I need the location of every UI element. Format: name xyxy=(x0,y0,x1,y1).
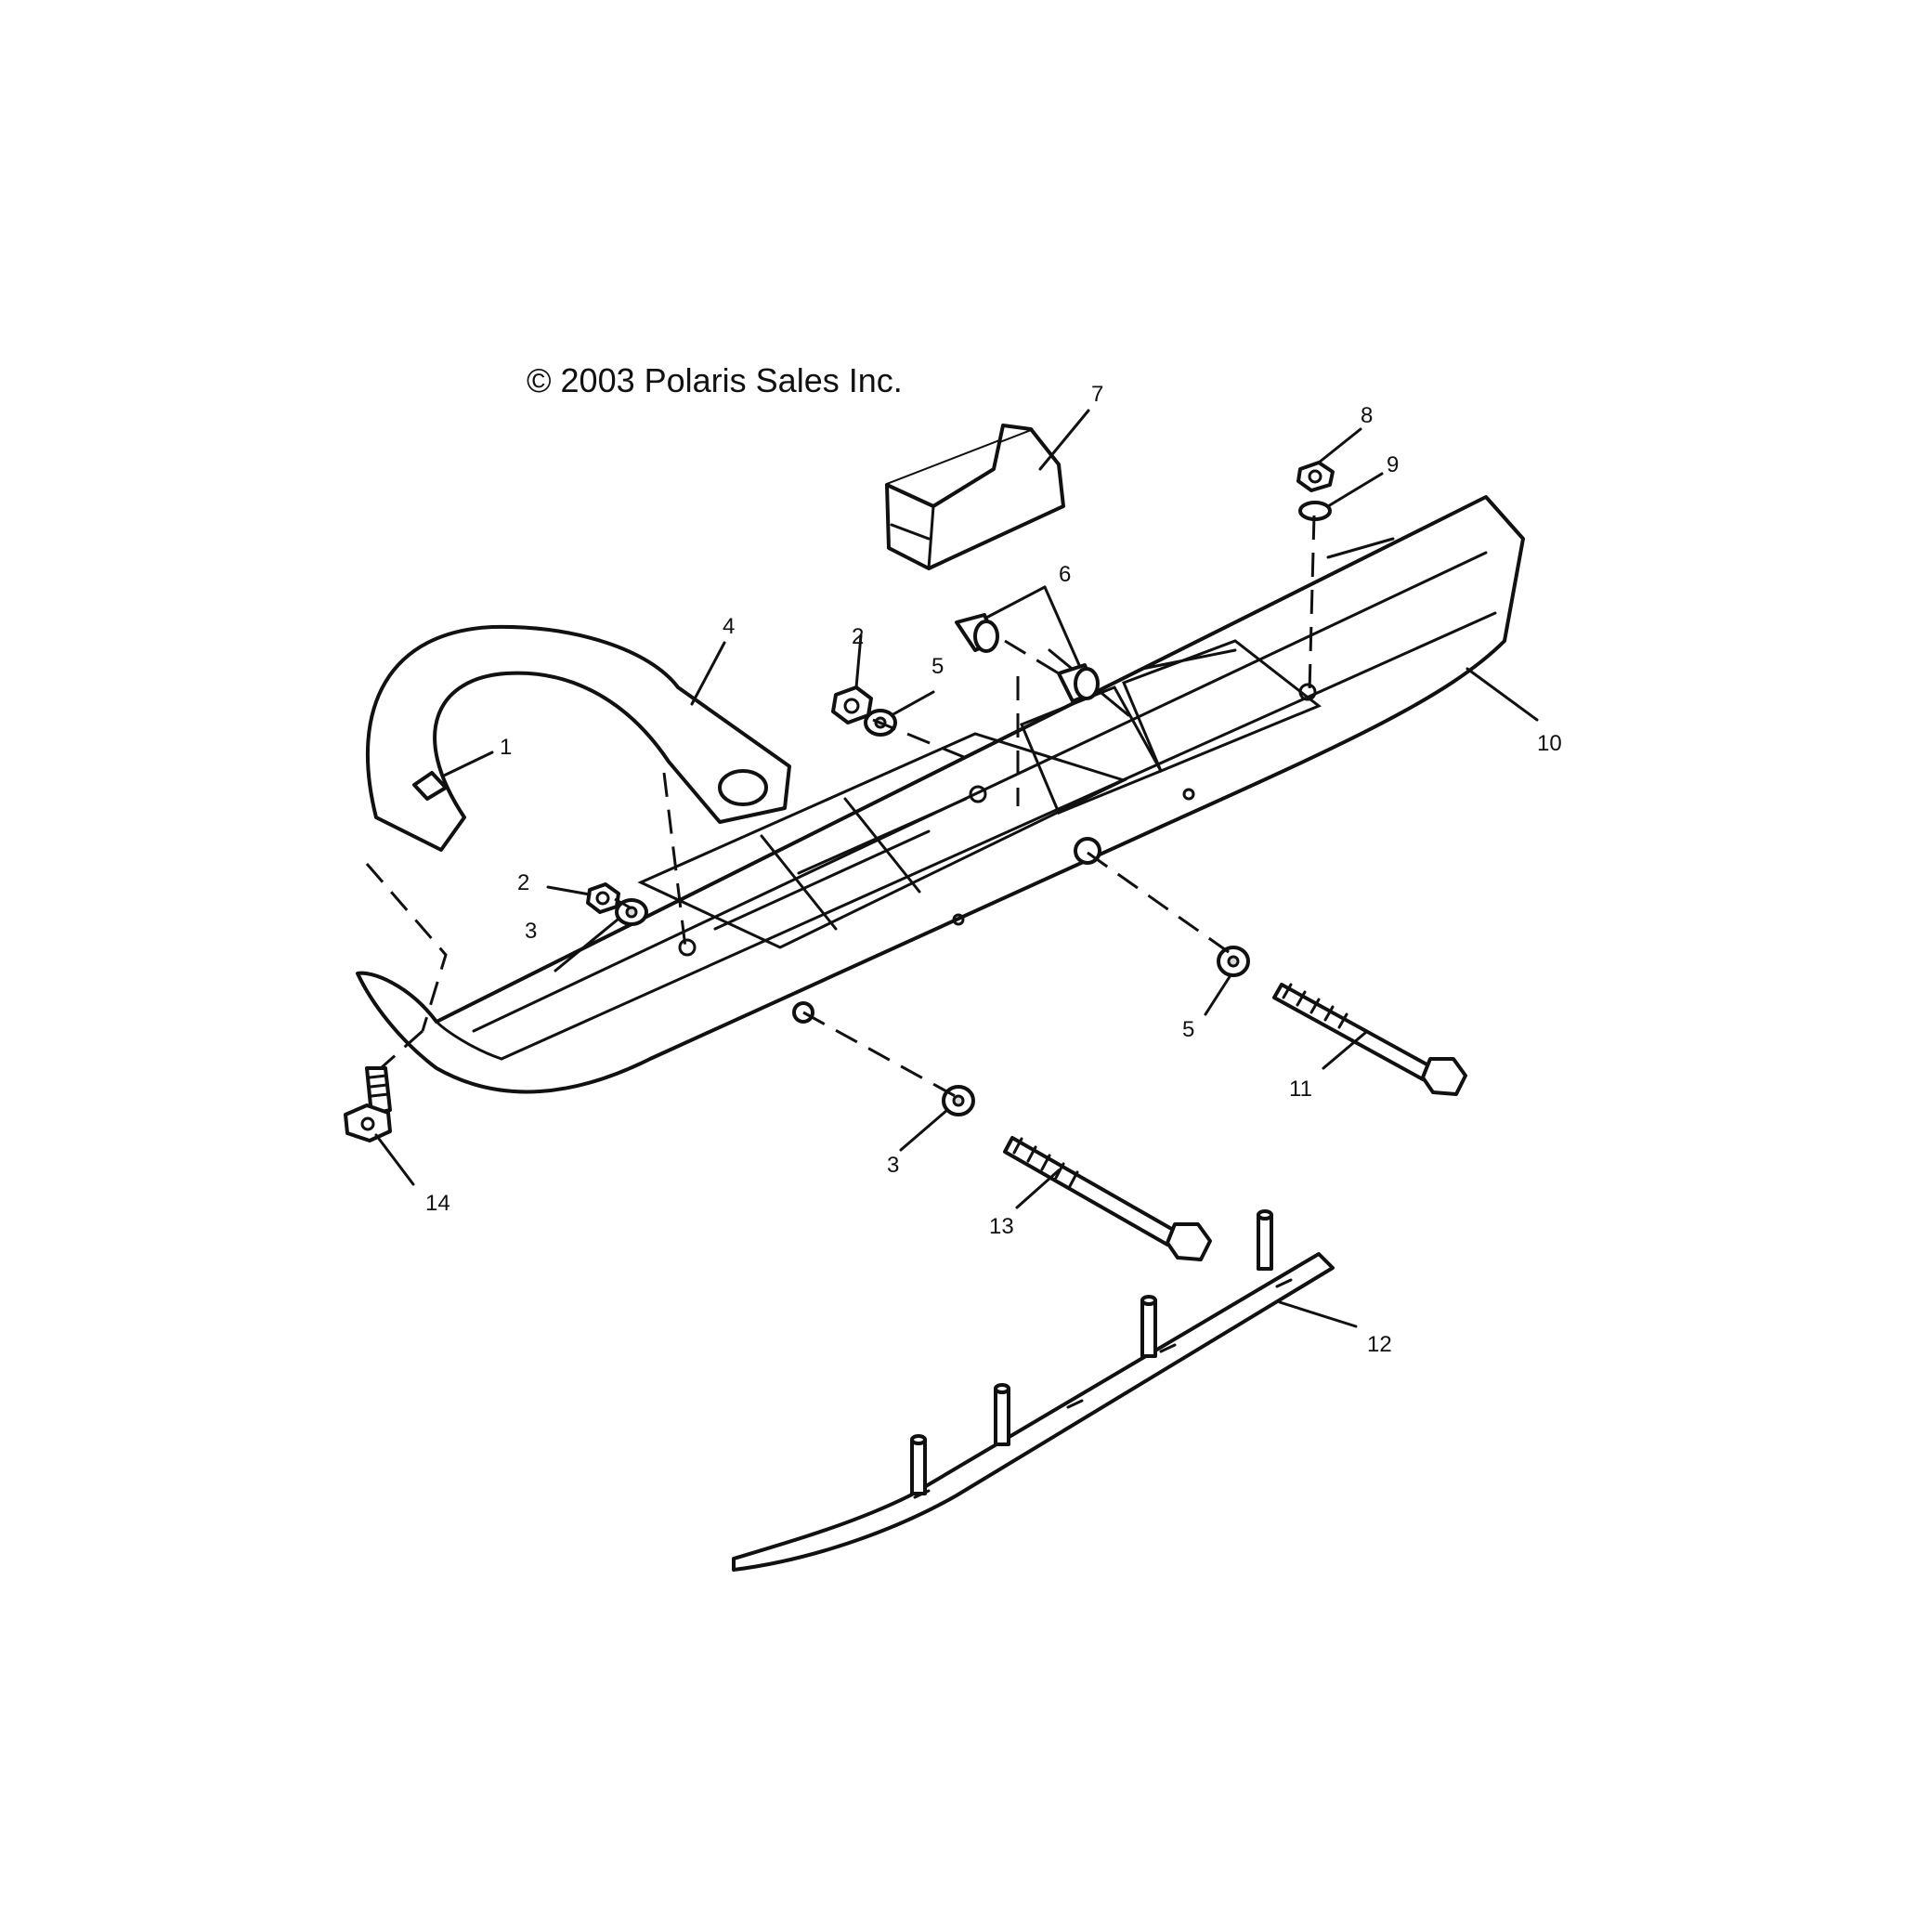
callout-labels: 1 2 2 3 3 4 5 5 6 7 8 9 10 11 12 13 14 xyxy=(425,382,1562,1357)
callout-9: 9 xyxy=(1387,452,1399,477)
part-8-nut xyxy=(1296,461,1335,492)
copyright-text: © 2003 Polaris Sales Inc. xyxy=(527,361,903,399)
callout-5-lower: 5 xyxy=(1182,1017,1194,1042)
callout-2-lower: 2 xyxy=(517,870,529,895)
leader-lines xyxy=(374,409,1539,1328)
part-10-ski-body xyxy=(356,495,1525,1094)
part-12-runner xyxy=(732,1209,1335,1572)
part-4-ski-loop xyxy=(365,624,791,852)
callout-8: 8 xyxy=(1361,403,1373,428)
callout-13: 13 xyxy=(989,1214,1014,1239)
callout-12: 12 xyxy=(1367,1332,1392,1357)
part-14-screw xyxy=(344,1066,392,1142)
callout-1: 1 xyxy=(500,735,512,760)
callout-11: 11 xyxy=(1289,1077,1312,1102)
callout-5-upper: 5 xyxy=(931,654,944,679)
callout-3-upper: 3 xyxy=(525,919,537,944)
part-11-bolt xyxy=(1272,983,1467,1096)
callout-4: 4 xyxy=(723,614,735,639)
callout-7: 7 xyxy=(1091,382,1103,407)
part-7-saddle-block xyxy=(885,424,1065,570)
part-5-washer-lower xyxy=(1217,946,1250,977)
callout-10: 10 xyxy=(1537,731,1562,756)
part-3-washer-upper xyxy=(615,898,648,926)
callout-14: 14 xyxy=(425,1191,450,1216)
part-2-nut-lower xyxy=(586,882,620,914)
callout-6: 6 xyxy=(1059,562,1071,587)
part-6-bushings xyxy=(955,613,1100,703)
callout-3-lower: 3 xyxy=(887,1153,899,1178)
part-13-bolt xyxy=(1003,1136,1212,1261)
assembly-lines xyxy=(365,515,1316,1100)
callout-2-upper: 2 xyxy=(852,624,864,649)
